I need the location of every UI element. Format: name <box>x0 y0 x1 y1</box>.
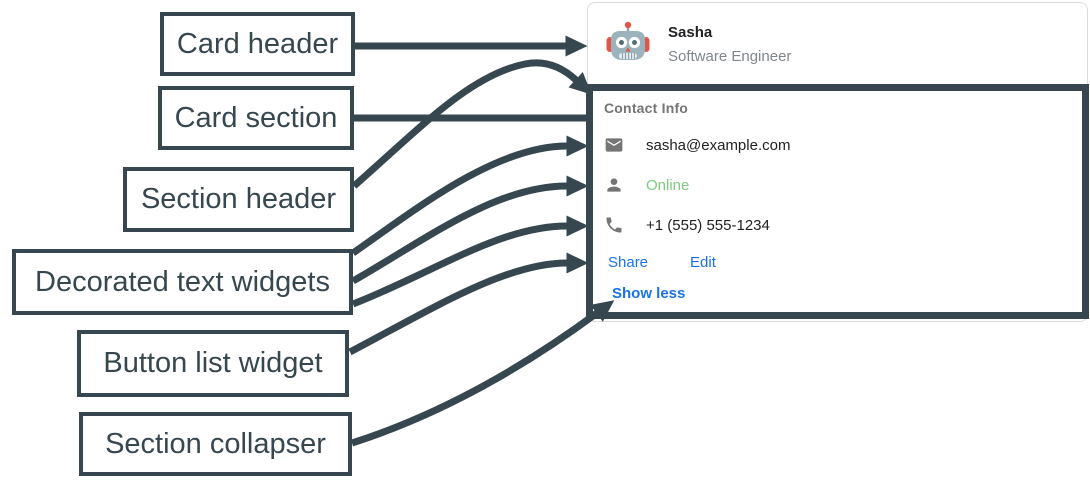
label-decorated-text-widgets: Decorated text widgets <box>12 249 353 315</box>
label-card-section: Card section <box>158 86 354 150</box>
arrow-section-collapser <box>350 300 615 447</box>
label-decorated-text-widgets-text: Decorated text widgets <box>35 265 330 298</box>
decorated-text-row-phone: +1 (555) 555-1234 <box>604 205 1071 245</box>
card-subtitle: Software Engineer <box>668 47 792 65</box>
label-section-header-text: Section header <box>140 183 337 215</box>
arrow-decorated-text-phone <box>351 215 589 308</box>
show-less-button[interactable]: Show less <box>612 284 686 302</box>
arrow-decorated-text-status <box>351 175 589 285</box>
label-section-collapser: Section collapser <box>79 412 352 476</box>
button-list-widget: Share Edit <box>604 245 1071 279</box>
share-button[interactable]: Share <box>608 253 649 271</box>
section-collapser: Show less <box>604 279 1071 307</box>
edit-button[interactable]: Edit <box>690 253 716 271</box>
decorated-text-row-status: Online <box>604 165 1071 205</box>
card-header-text: Sasha Software Engineer <box>668 24 791 65</box>
label-button-list-widget-text: Button list widget <box>103 347 323 379</box>
phone-text: +1 (555) 555-1234 <box>646 216 770 234</box>
phone-icon <box>604 215 628 235</box>
email-text: sasha@example.com <box>646 136 791 154</box>
label-section-header: Section header <box>123 167 354 232</box>
status-text: Online <box>646 176 690 194</box>
decorated-text-widgets: sasha@example.com Online +1 (555) 555-12… <box>604 125 1071 245</box>
label-card-header-text: Card header <box>176 27 339 60</box>
contact-card: Sasha Software Engineer Contact Info sas… <box>587 2 1088 322</box>
arrow-decorated-text-email <box>351 135 589 256</box>
label-card-header: Card header <box>160 12 355 76</box>
card-section: Contact Info sasha@example.com Online <box>588 85 1087 307</box>
robot-avatar-icon <box>606 21 650 60</box>
decorated-text-row-email: sasha@example.com <box>604 125 1071 165</box>
arrow-button-list <box>348 252 589 356</box>
card-title: Sasha <box>668 23 713 41</box>
label-section-collapser-text: Section collapser <box>105 427 326 460</box>
label-button-list-widget: Button list widget <box>77 330 349 397</box>
section-header-title: Contact Info <box>604 100 689 116</box>
card-header: Sasha Software Engineer <box>588 3 1087 85</box>
arrow-section-header <box>351 59 592 189</box>
label-card-section-text: Card section <box>174 101 338 134</box>
person-icon <box>604 175 628 195</box>
email-icon <box>604 135 628 155</box>
